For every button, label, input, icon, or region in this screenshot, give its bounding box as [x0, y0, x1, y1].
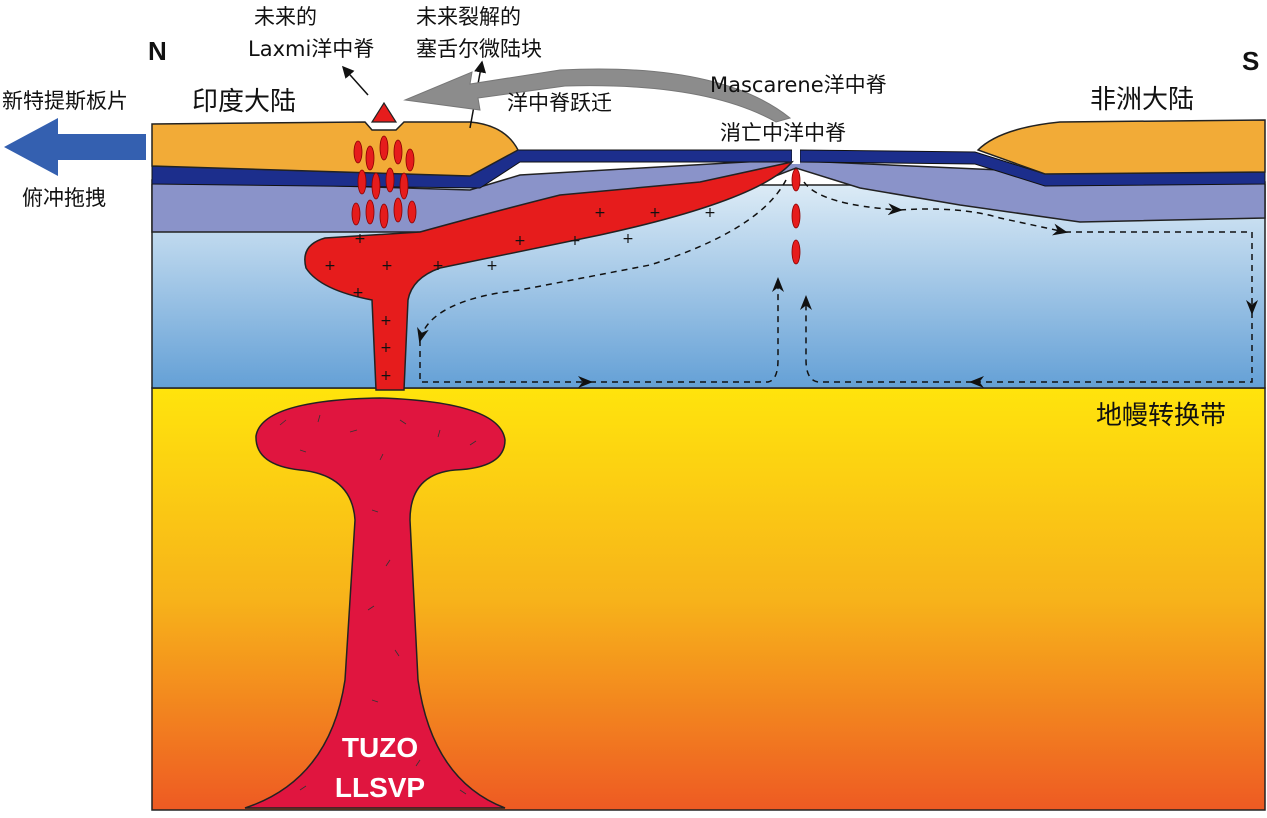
arrow-left-icon	[4, 118, 146, 176]
south-label: S	[1242, 46, 1259, 76]
magma-dikes	[351, 135, 417, 229]
tuzo-label: TUZO	[342, 732, 418, 763]
triangle-icon	[370, 101, 398, 123]
svg-text:+: +	[649, 205, 661, 221]
convection-arrows	[417, 179, 1258, 388]
slab-pull-label: 俯冲拖拽	[22, 186, 106, 210]
magma-plus-marks: + + + + + + + + + + + + + + +	[324, 205, 716, 384]
svg-text:+: +	[381, 258, 393, 274]
laxmi-pointer	[342, 65, 369, 96]
future-rift-line1: 未来裂解的	[416, 5, 521, 29]
africa-label: 非洲大陆	[1090, 85, 1194, 115]
ridge-gap	[792, 148, 800, 164]
india-label: 印度大陆	[192, 87, 296, 117]
svg-text:+: +	[380, 313, 392, 329]
svg-text:+: +	[324, 258, 336, 274]
north-label: N	[148, 36, 167, 66]
oceanic-crust-south	[799, 149, 1266, 187]
svg-text:+: +	[704, 205, 716, 221]
svg-text:+: +	[569, 233, 581, 249]
svg-text:+: +	[354, 231, 366, 247]
svg-text:+: +	[486, 258, 498, 274]
ridge-magma-dots	[791, 168, 801, 265]
future-laxmi-line2: Laxmi洋中脊	[248, 37, 374, 61]
tuzo-llsvp-plume	[244, 397, 506, 809]
llsvp-label: LLSVP	[335, 772, 425, 803]
future-rift-line2: 塞舌尔微陆块	[416, 37, 542, 61]
curved-arrow-icon	[403, 68, 792, 123]
svg-text:+: +	[380, 340, 392, 356]
mtz-label: 地幔转换带	[1096, 401, 1226, 431]
mascarene-ridge-label: Mascarene洋中脊	[710, 73, 887, 97]
neotethys-label: 新特提斯板片	[2, 89, 128, 113]
africa-continent	[976, 119, 1266, 175]
magma-body	[304, 160, 794, 391]
svg-text:+: +	[514, 233, 526, 249]
svg-text:+: +	[352, 285, 364, 301]
plume-texture	[279, 414, 477, 795]
svg-text:+: +	[380, 368, 392, 384]
india-continent	[151, 121, 520, 177]
dying-ridge-label: 消亡中洋中脊	[720, 121, 846, 145]
svg-text:+: +	[594, 205, 606, 221]
svg-text:+: +	[432, 258, 444, 274]
svg-text:+: +	[622, 231, 634, 247]
ridge-jump-label: 洋中脊跃迁	[507, 91, 612, 115]
future-laxmi-line1: 未来的	[254, 5, 317, 29]
